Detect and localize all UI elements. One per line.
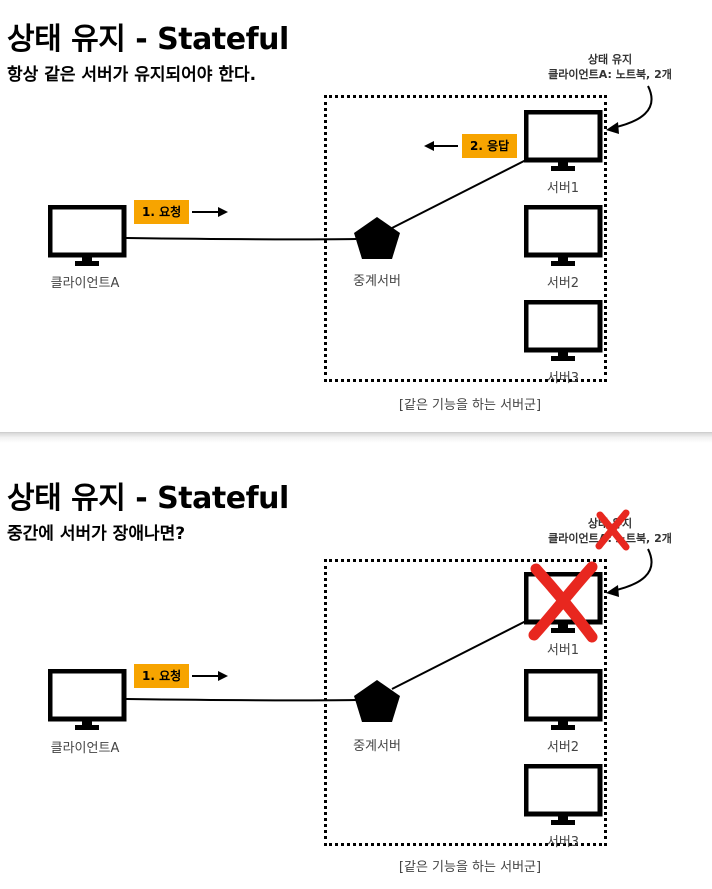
client-monitor-icon [48,669,127,730]
proxy-server1-line [391,159,527,229]
client-proxy-line [125,237,357,241]
server-failure-x-icon [528,561,598,643]
server3-monitor-icon [524,300,603,361]
proxy-label: 중계서버 [353,274,401,289]
server2-label: 서버2 [546,740,580,755]
client-label: 클라이언트A [50,741,120,756]
proxy-server-icon [354,217,400,259]
state-note-detail: 클라이언트A: 노트북, 2개 [548,68,672,81]
state-lost-x-icon [595,509,630,551]
response-badge: 2. 응답 [462,134,518,158]
slide-subtitle: 항상 같은 서버가 유지되어야 한다. [7,65,257,85]
server1-label: 서버1 [546,643,580,658]
server2-monitor-icon [524,669,603,730]
server-group-label: [같은 기능을 하는 서버군] [398,860,542,875]
state-note-title: 상태 유지 [587,53,633,66]
client-label: 클라이언트A [50,276,120,291]
server3-label: 서버3 [546,835,580,850]
connection-lines [125,548,653,722]
server1-monitor-icon [524,110,603,171]
proxy-label: 중계서버 [353,739,401,754]
client-monitor-icon [48,205,127,266]
request-badge: 1. 요청 [134,200,190,224]
slide-separator [0,432,712,443]
slide-title: 상태 유지 - Stateful [7,481,289,516]
request-badge: 1. 요청 [134,664,190,688]
connection-lines [125,85,653,259]
client-proxy-line [125,698,357,702]
server-group-box [324,95,607,382]
slide-stateful-failure: 상태 유지 - Stateful 중간에 서버가 장애나면? 클라이언트A 중계… [0,459,712,889]
slide-subtitle: 중간에 서버가 장애나면? [7,524,186,544]
server-group-label: [같은 기능을 하는 서버군] [398,398,542,413]
state-note: 상태 유지 클라이언트A: 노트북, 2개 [510,52,710,82]
server-group-box [324,559,607,846]
state-note-detail: 클라이언트A: 노트북, 2개 [548,532,672,545]
note-arrow [611,85,653,129]
server2-label: 서버2 [546,276,580,291]
note-arrow [611,548,653,592]
proxy-server-icon [354,680,400,722]
server3-label: 서버3 [546,371,580,386]
slide-stateful-normal: 상태 유지 - Stateful 항상 같은 서버가 유지되어야 한다. [0,0,712,430]
server3-monitor-icon [524,764,603,825]
server2-monitor-icon [524,205,603,266]
proxy-server1-line [391,620,527,690]
slide-title: 상태 유지 - Stateful [7,22,289,57]
server1-label: 서버1 [546,181,580,196]
